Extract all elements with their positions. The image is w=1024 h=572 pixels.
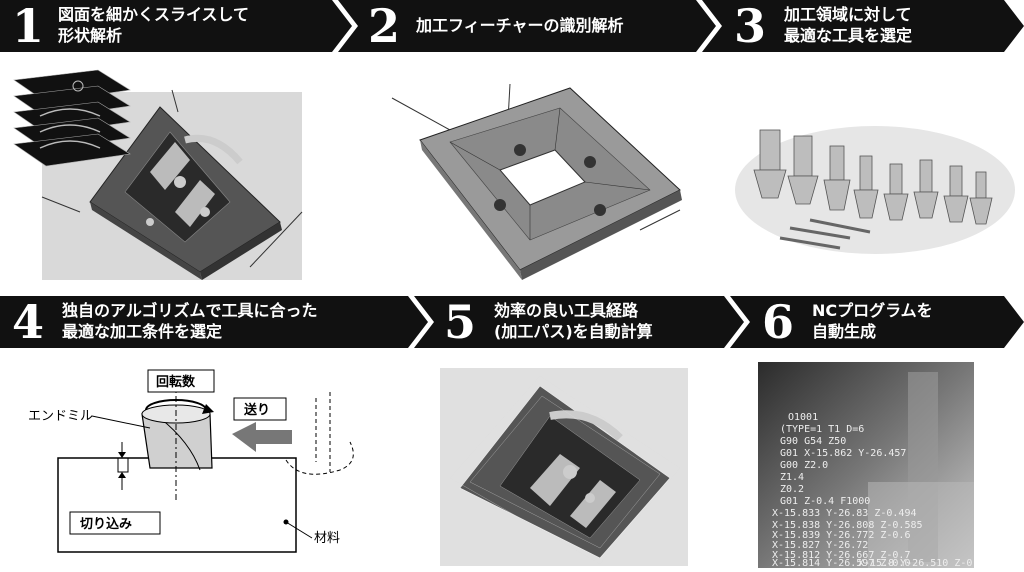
feed-label: 送り <box>243 402 270 418</box>
nc-line-15: X-15.8 Y-26.510 Z-0.0 <box>858 558 974 568</box>
step-2-number: 2 <box>368 0 401 53</box>
cutting-diagram: 回転数 送り エンドミル 切り込み 材料 <box>28 369 354 553</box>
step-6-line2: 自動生成 <box>812 322 877 341</box>
nc-line-6: Z1.4 <box>780 472 804 483</box>
step-5-arrow <box>414 296 744 348</box>
step-1-arrow <box>0 0 352 52</box>
nc-line-2: (TYPE=1 T1 D=6 <box>780 424 864 435</box>
nc-line-9: X-15.833 Y-26.83 Z-0.494 <box>772 508 917 519</box>
step-1-line2: 形状解析 <box>58 26 123 45</box>
sliced-model-image <box>13 69 303 280</box>
nc-line-3: G90 G54 Z50 <box>780 436 846 447</box>
step-6-banner: 6 NCプログラムを 自動生成 <box>730 296 1024 348</box>
step-3-banner: 3 加工領域に対して 最適な工具を選定 <box>702 0 1024 52</box>
nc-program-image: O1001 (TYPE=1 T1 D=6 G90 G54 Z50 G01 X-1… <box>758 362 974 568</box>
step-5-line2: (加工パス)を自動計算 <box>494 322 653 341</box>
step-4-number: 4 <box>12 295 45 349</box>
step-5-number: 5 <box>444 295 477 349</box>
nc-line-5: G00 Z2.0 <box>780 460 828 471</box>
nc-line-10: X-15.838 Y-26.808 Z-0.585 <box>772 520 923 531</box>
step-3-arrow <box>702 0 1024 52</box>
step-6-arrow <box>730 296 1024 348</box>
nc-line-12: X-15.827 Y-26.72 <box>772 540 868 551</box>
nc-line-14: X-15.814 Y-26.597 Z-0.0 <box>772 558 910 568</box>
step-3-line1: 加工領域に対して <box>784 5 912 24</box>
material-block <box>57 457 297 553</box>
step-4-line2: 最適な加工条件を選定 <box>62 322 223 341</box>
feature-model-image <box>391 83 682 280</box>
step-2-banner: 2 加工フィーチャーの識別解析 <box>338 0 716 52</box>
step-4-banner: 4 独自のアルゴリズムで工具に合った 最適な加工条件を選定 <box>0 296 428 348</box>
step-5-line1: 効率の良い工具経路 <box>494 301 639 320</box>
feed-arrow-icon <box>232 422 292 452</box>
tools-image <box>735 126 1015 254</box>
step-6-number: 6 <box>762 295 795 349</box>
nc-line-8: G01 Z-0.4 F1000 <box>780 496 870 507</box>
step-6-line1: NCプログラムを <box>812 301 933 320</box>
step-4-arrow <box>0 296 428 348</box>
step-3-number: 3 <box>734 0 767 53</box>
step-1-line1: 図面を細かくスライスして <box>58 5 250 24</box>
step-1-banner: 1 図面を細かくスライスして 形状解析 <box>0 0 352 52</box>
step-4-line1: 独自のアルゴリズムで工具に合った <box>62 301 318 320</box>
depth-label: 切り込み <box>80 516 132 532</box>
nc-code-lines: O1001 (TYPE=1 T1 D=6 G90 G54 Z50 G01 X-1… <box>772 412 974 568</box>
step-3-line2: 最適な工具を選定 <box>784 26 913 45</box>
nc-line-13: X-15.812 Y-26.667 Z-0.7 <box>772 550 910 561</box>
toolpath-image <box>440 368 688 566</box>
rotation-label: 回転数 <box>156 374 196 390</box>
nc-line-11: X-15.839 Y-26.772 Z-0.6 <box>772 530 910 541</box>
nc-line-7: Z0.2 <box>780 484 804 495</box>
step-5-banner: 5 効率の良い工具経路 (加工パス)を自動計算 <box>414 296 744 348</box>
step-1-number: 1 <box>12 0 45 53</box>
step-2-arrow <box>338 0 716 52</box>
rotation-arrow-icon <box>145 399 207 411</box>
endmill-label: エンドミル <box>28 409 93 424</box>
nc-line-4: G01 X-15.862 Y-26.457 <box>780 448 906 459</box>
material-label: 材料 <box>314 531 340 546</box>
step-2-line1: 加工フィーチャーの識別解析 <box>416 16 624 35</box>
nc-line-1: O1001 <box>788 412 818 423</box>
